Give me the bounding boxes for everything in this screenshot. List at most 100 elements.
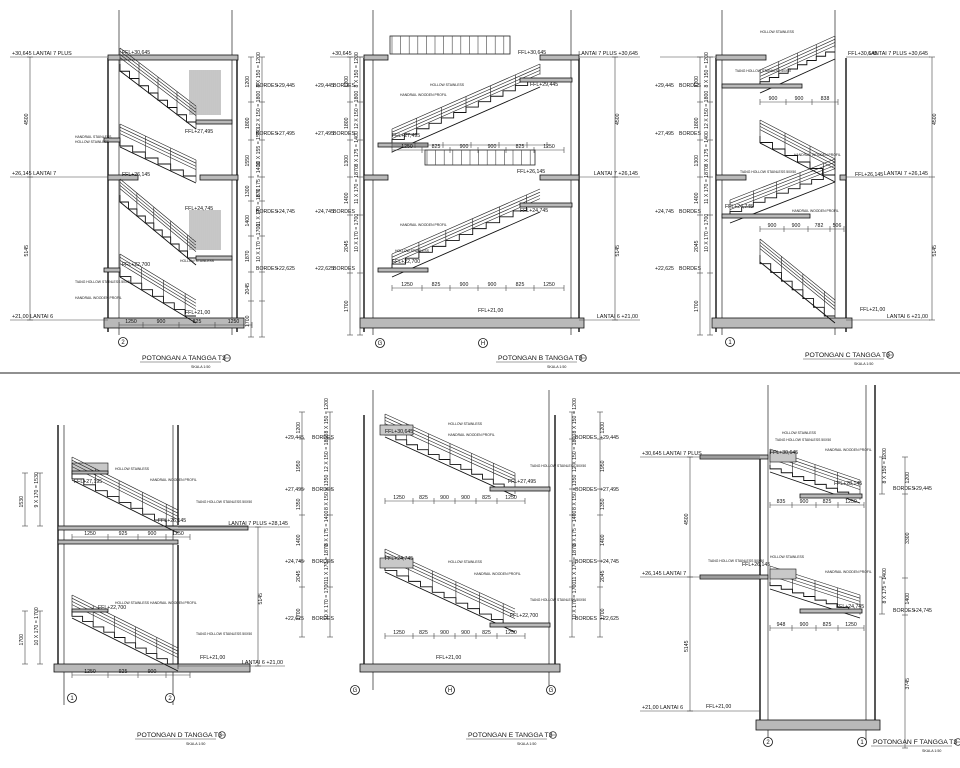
floor-slab xyxy=(839,174,847,181)
grid-bubble xyxy=(445,685,455,695)
handrail-line xyxy=(71,459,179,514)
bordes-label: BORDES xyxy=(312,559,334,565)
section-title: POTONGAN F TANGGA T3 xyxy=(873,739,957,746)
handrail-line xyxy=(729,168,836,210)
annotation-note: HOLLOW STAINLESS xyxy=(448,422,483,426)
dim-text: 8 X 150 = 1200 xyxy=(256,52,262,87)
handrail-line xyxy=(759,238,836,301)
dim-text: 825 xyxy=(516,144,525,150)
handrail-line xyxy=(71,594,179,649)
grid-bubble xyxy=(375,338,385,348)
dim-text: 506 xyxy=(833,223,842,229)
bordes-elev: +29,445 xyxy=(655,83,674,89)
dim-text: 4500 xyxy=(684,513,690,525)
bordes-label: BORDES xyxy=(256,131,278,137)
ffl-label: FFL+21,00 xyxy=(860,307,885,313)
bordes-elev: +22,625 xyxy=(315,266,334,272)
bordes-elev: +24,745 xyxy=(655,209,674,215)
floor-slab xyxy=(721,83,803,89)
handrail-line xyxy=(119,181,197,246)
dim-text: 10 X 170 = 1700 xyxy=(354,214,360,252)
section-scale: SKALA 1:50 xyxy=(186,742,205,746)
dim-text: 1250 xyxy=(172,531,184,537)
dim-text: 1250 xyxy=(84,531,96,537)
annotation-note: HOLLOW STAINLESS xyxy=(115,601,150,605)
floor-slab xyxy=(715,174,747,181)
dim-text: 1350 xyxy=(600,498,606,510)
dim-text: 11 X 170 = 1870 xyxy=(354,166,360,204)
bordes-label: BORDES xyxy=(893,486,915,492)
level-label: +21,00 LANTAI 6 xyxy=(642,705,683,711)
bordes-label: BORDES xyxy=(679,83,701,89)
floor-slab xyxy=(715,54,767,61)
annotation-note: TIANG HOLLOW STAINLESS 50X50 xyxy=(735,69,791,73)
annotation-note: HANDRAIL WOODEN PROFIL xyxy=(400,93,447,97)
bordes-elev: +29,445 xyxy=(285,435,304,441)
handrail-line xyxy=(729,158,836,201)
bordes-elev: +22,625 xyxy=(276,266,295,272)
annotation-note: HANDRAIL WOODEN PROFIL xyxy=(825,448,872,452)
dim-text: 10 X 170 = 1700 xyxy=(324,582,330,620)
dim-text: 2045 xyxy=(600,570,606,582)
handrail-line xyxy=(391,191,541,258)
stair-soffit xyxy=(391,86,541,153)
dim-text: 925 xyxy=(119,531,128,537)
level-label: FFL+30,645 xyxy=(848,51,877,57)
annotation-note: HANDRAIL STAINLESS xyxy=(75,135,112,139)
dim-text: 8 X 150 = 1200 xyxy=(354,52,360,87)
handrail-line xyxy=(759,245,836,307)
ffl-label: FFL+22,700 xyxy=(122,262,150,268)
bordes-label: BORDES xyxy=(256,266,278,272)
stair-flight xyxy=(759,255,835,317)
dim-text: 8 X 150 = 1200 xyxy=(882,448,888,483)
stair-soffit xyxy=(759,261,836,324)
handrail-line xyxy=(71,597,179,652)
section-scale: SKALA 1:50 xyxy=(922,749,941,753)
grid-bubble xyxy=(478,338,488,348)
dim-text: 8 X 150 = 1200 xyxy=(572,398,578,433)
stair-flight xyxy=(119,140,196,177)
dim-text: 1300 xyxy=(245,185,251,197)
stair-flight xyxy=(71,611,178,665)
bordes-label: BORDES xyxy=(312,435,334,441)
annotation-note: HANDRAIL WOODEN PROFIL xyxy=(474,572,521,576)
dim-text: 1250 xyxy=(125,319,137,325)
dim-text: 825 xyxy=(432,144,441,150)
floor-slab xyxy=(489,622,551,628)
dim-text: 1700 xyxy=(19,634,25,646)
dim-text: 825 xyxy=(193,319,202,325)
dim-text: 1250 xyxy=(505,630,517,636)
floor-slab xyxy=(377,267,429,273)
dim-text: 1300 xyxy=(344,155,350,167)
bordes-label: BORDES xyxy=(679,131,701,137)
section-title: POTONGAN E TANGGA T3 xyxy=(468,732,553,739)
dim-text: 8 X 175 = 1400 xyxy=(324,511,330,546)
dim-text: 900 xyxy=(792,223,801,229)
handrail-line xyxy=(71,466,179,520)
handrail-line xyxy=(119,256,197,304)
dim-text: 900 xyxy=(461,630,470,636)
grid-bubble xyxy=(857,737,867,747)
annotation-note: TIANG HOLLOW STAINLESS 50X50 xyxy=(530,464,586,468)
stair-soffit xyxy=(119,201,197,266)
dim-text: 1530 xyxy=(19,496,25,508)
dim-text: 1800 xyxy=(694,117,700,129)
level-label: LANTAI 6 +21,00 xyxy=(887,314,928,320)
dim-text: 948 xyxy=(777,622,786,628)
handrail-line xyxy=(759,241,836,304)
dim-text: 1250 xyxy=(393,495,405,501)
stair-flight xyxy=(759,51,835,86)
level-label: LANTAI 7 +26,145 xyxy=(594,171,638,177)
bordes-elev: +24,745 xyxy=(913,608,932,614)
section-e: FFL+30,645FFL+27,495FFL+24,745FFL+22,700… xyxy=(285,390,619,746)
annotation-note: TIANG HOLLOW STAINLESS 50X50 xyxy=(196,500,252,504)
dim-text: 1800 xyxy=(344,117,350,129)
bordes-elev: +27,495 xyxy=(315,131,334,137)
dim-text: 3300 xyxy=(905,532,911,544)
ffl-label: FFL+22,700 xyxy=(98,605,126,611)
annotation-note: TIANG HOLLOW STAINLESS 50X50 xyxy=(775,438,831,442)
level-label: LANTAI 6 +21,00 xyxy=(242,660,283,666)
grid-label: 1 xyxy=(860,740,864,746)
annotation-note: HANDRAIL WOODEN PROFIL xyxy=(792,209,839,213)
